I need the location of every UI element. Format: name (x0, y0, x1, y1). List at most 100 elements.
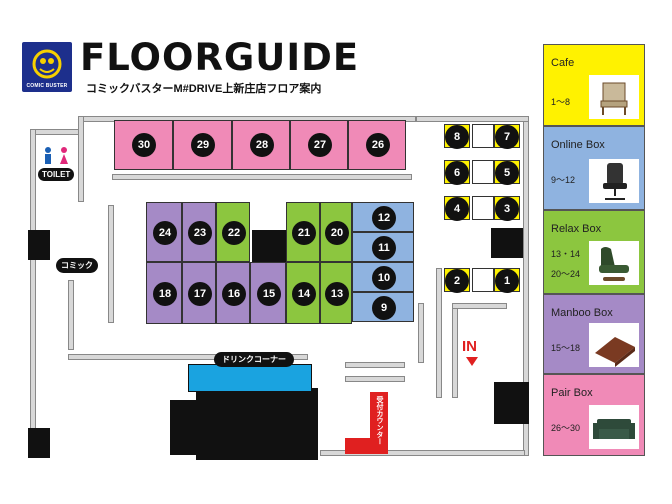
booth-2[interactable]: 2 (444, 268, 470, 293)
booth-12[interactable]: 12 (352, 202, 414, 232)
booth-number: 20 (325, 221, 349, 245)
legend-range: 26～30 (551, 423, 581, 433)
restroom-icon (45, 147, 68, 164)
pillar (491, 228, 523, 258)
partition (112, 174, 412, 180)
booth-24[interactable]: 24 (146, 202, 182, 262)
booth-3[interactable]: 3 (494, 196, 520, 221)
legend-range: 1～8 (551, 97, 571, 107)
wall-left-inner (78, 116, 84, 202)
booth-number: 5 (495, 161, 519, 185)
legend-title: Manboo Box (551, 307, 613, 319)
cafe-table (472, 268, 494, 292)
cafe-table (472, 124, 494, 148)
booth-8[interactable]: 8 (444, 124, 470, 149)
booth-number: 2 (445, 269, 469, 293)
booth-7[interactable]: 7 (494, 124, 520, 149)
partition (108, 205, 114, 323)
booth-29[interactable]: 29 (173, 120, 232, 170)
booth-6[interactable]: 6 (444, 160, 470, 185)
booth-11[interactable]: 11 (352, 232, 414, 262)
drink-corner-label: ドリンクコーナー (214, 352, 294, 367)
booth-13[interactable]: 13 (320, 262, 352, 324)
booth-number: 17 (188, 282, 212, 306)
booth-17[interactable]: 17 (182, 262, 216, 324)
reception-label: 受付カウンター (376, 396, 383, 445)
booth-27[interactable]: 27 (290, 120, 348, 170)
staff-area (170, 400, 200, 455)
pillar (28, 428, 50, 458)
booth-number: 14 (292, 282, 316, 306)
partition (452, 303, 507, 309)
reception-counter-base (345, 438, 388, 454)
office-chair-icon (589, 159, 639, 203)
booth-number: 13 (325, 282, 349, 306)
legend-title: Pair Box (551, 387, 593, 399)
booth-number: 6 (445, 161, 469, 185)
booth-22[interactable]: 22 (216, 202, 250, 262)
booth-9[interactable]: 9 (352, 292, 414, 322)
legend-cafe: Cafe 1～8 (543, 44, 645, 126)
legend-range: 20～24 (551, 269, 581, 279)
toilet-area: TOILET (38, 146, 78, 186)
logo-mascot-icon (32, 49, 62, 79)
booth-number: 10 (372, 266, 396, 290)
pillar (28, 230, 50, 260)
booth-16[interactable]: 16 (216, 262, 250, 324)
page-subtitle: コミックバスターM#DRIVE上新庄店フロア案内 (86, 83, 322, 95)
partition (452, 303, 458, 398)
logo-text: COMIC BUSTER (26, 83, 68, 89)
entrance-arrow-icon (466, 357, 478, 366)
booth-21[interactable]: 21 (286, 202, 320, 262)
booth-number: 1 (495, 269, 519, 293)
booth-5[interactable]: 5 (494, 160, 520, 185)
partition (345, 362, 405, 368)
booth-18[interactable]: 18 (146, 262, 182, 324)
armchair-icon (589, 75, 639, 119)
booth-1[interactable]: 1 (494, 268, 520, 293)
booth-number: 21 (292, 221, 316, 245)
booth-30[interactable]: 30 (114, 120, 173, 170)
booth-4[interactable]: 4 (444, 196, 470, 221)
legend-title: Relax Box (551, 223, 602, 235)
booth-20[interactable]: 20 (320, 202, 352, 262)
legend-manboo-box: Manboo Box 15～18 (543, 294, 645, 374)
booth-number: 12 (372, 206, 396, 230)
booth-number: 22 (222, 221, 246, 245)
partition (418, 303, 424, 363)
booth-10[interactable]: 10 (352, 262, 414, 292)
wall-right-top (416, 116, 529, 122)
booth-number: 16 (222, 282, 246, 306)
booth-number: 18 (153, 282, 177, 306)
recliner-icon (589, 241, 639, 285)
booth-number: 9 (372, 296, 396, 320)
legend-title: Online Box (551, 139, 605, 151)
legend-online-box: Online Box 9～12 (543, 126, 645, 210)
booth-number: 7 (495, 125, 519, 149)
staff-area (196, 388, 318, 460)
pillar (252, 230, 286, 264)
cafe-table (472, 160, 494, 184)
toilet-label: TOILET (38, 168, 75, 181)
partition (436, 268, 442, 398)
booth-number: 4 (445, 197, 469, 221)
booth-28[interactable]: 28 (232, 120, 290, 170)
legend-pair-box: Pair Box 26～30 (543, 374, 645, 456)
booth-number: 27 (308, 133, 332, 157)
floor-mat-icon (589, 323, 639, 367)
booth-number: 29 (191, 133, 215, 157)
wall-left (30, 129, 36, 454)
page-title: FLOORGUIDE (80, 36, 360, 79)
comic-buster-logo: COMIC BUSTER (22, 42, 72, 92)
booth-23[interactable]: 23 (182, 202, 216, 262)
partition (68, 354, 308, 360)
booth-14[interactable]: 14 (286, 262, 320, 324)
booth-number: 23 (188, 221, 212, 245)
drink-corner (188, 364, 312, 392)
legend-range: 15～18 (551, 343, 581, 353)
booth-number: 11 (372, 236, 396, 260)
booth-15[interactable]: 15 (250, 262, 286, 324)
legend-range: 9～12 (551, 175, 576, 185)
booth-26[interactable]: 26 (348, 120, 406, 170)
floor-map: TOILET コミック ドリンクコーナー 受付カウンター IN 30 29 28… (28, 116, 529, 460)
